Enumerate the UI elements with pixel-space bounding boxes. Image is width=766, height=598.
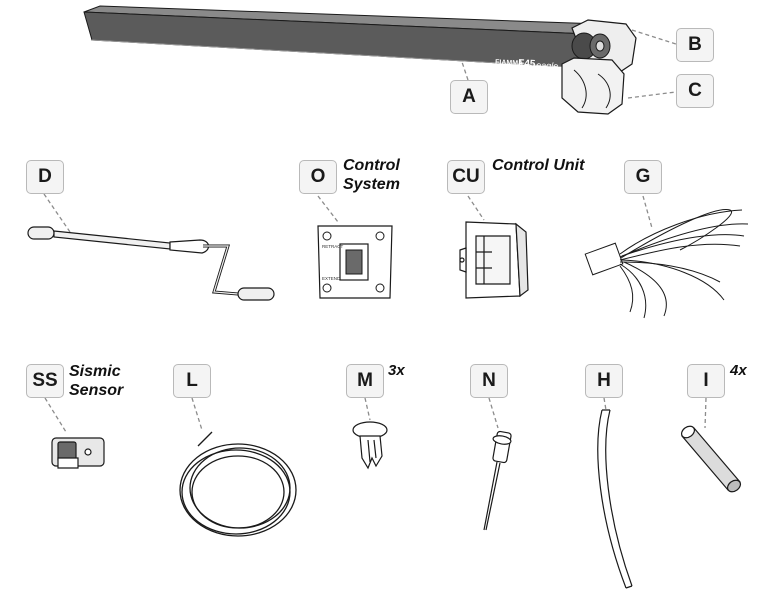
part-label-h: H: [585, 364, 623, 398]
part-label-g: G: [624, 160, 662, 194]
leader-d: [43, 193, 71, 233]
leader-h: [603, 397, 607, 411]
caption-control-system: Control System: [343, 156, 400, 194]
flexible-tube-illustration: [597, 409, 633, 589]
caption-control-system-line2: System: [343, 176, 400, 193]
caption-sismic-sensor: Sismic Sensor: [69, 362, 123, 400]
caption-control-system-line1: Control: [343, 157, 400, 174]
part-label-l: L: [173, 364, 211, 398]
awning-brand-eagle: eagle: [536, 60, 559, 71]
leader-o: [317, 195, 339, 223]
leader-cu: [467, 195, 485, 221]
quantity-sleeve: 4x: [730, 362, 747, 379]
wire-harness-illustration: [584, 209, 749, 319]
caption-sismic-sensor-line1: Sismic: [69, 363, 121, 380]
leader-i: [704, 397, 707, 429]
part-label-i: I: [687, 364, 725, 398]
part-label-b: B: [676, 28, 714, 62]
cable-coil-illustration: [179, 431, 297, 537]
caption-sismic-sensor-line2: Sensor: [69, 382, 124, 399]
quantity-push-rivet: 3x: [388, 362, 405, 379]
panel-extend-text: EXTEND: [322, 276, 341, 281]
part-label-o: O: [299, 160, 337, 194]
leader-b: [631, 29, 677, 45]
leader-l: [191, 397, 203, 431]
awning-arm-bracket: [561, 57, 625, 115]
leader-g: [642, 195, 653, 229]
control-unit-illustration: [459, 221, 529, 299]
crank-handle-illustration: [27, 226, 275, 301]
leader-ss: [44, 397, 67, 433]
push-rivet-illustration: [352, 421, 388, 470]
part-label-ss: SS: [26, 364, 64, 398]
part-label-cu: CU: [447, 160, 485, 194]
leader-n: [488, 397, 499, 429]
leader-lines: [43, 29, 707, 433]
sleeve-illustration: [680, 425, 742, 493]
sismic-sensor-illustration: [51, 437, 105, 469]
awning-brand-fiamma: FIAMMA: [495, 59, 523, 67]
blind-rivet-illustration: [483, 430, 512, 531]
leader-a: [461, 61, 469, 81]
panel-retract-text: RETRACT: [322, 244, 344, 249]
part-label-n: N: [470, 364, 508, 398]
part-label-m: M: [346, 364, 384, 398]
caption-control-unit: Control Unit: [492, 157, 585, 174]
part-label-d: D: [26, 160, 64, 194]
part-label-c: C: [676, 74, 714, 108]
leader-m: [364, 397, 371, 421]
awning-brand-f45: F45: [518, 58, 536, 70]
awning-illustration: [83, 5, 637, 115]
leader-c: [627, 91, 677, 99]
part-label-a: A: [450, 80, 488, 114]
control-panel-illustration: RETRACT EXTEND: [317, 225, 393, 299]
